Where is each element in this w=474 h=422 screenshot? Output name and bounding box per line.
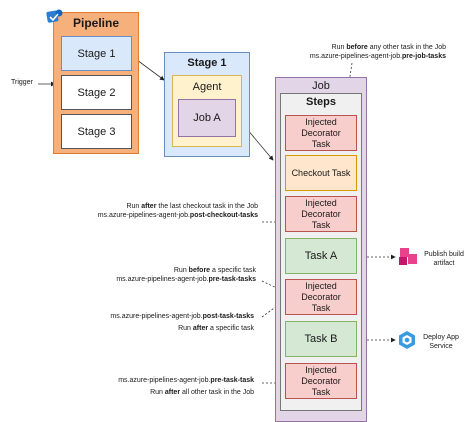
post-task-annotation: ms.azure-pipelines-agent-job.post-task-t… (110, 313, 254, 332)
pipeline-title: Pipeline (72, 16, 119, 30)
post-job-annotation: ms.azure-pipelines-agent-job.pre-task-ta… (118, 377, 254, 396)
step-label: Task A (304, 250, 338, 262)
step-pre-job-decorator[interactable]: Injected Decorator Task (285, 115, 357, 151)
step-checkout[interactable]: Checkout Task (285, 155, 357, 191)
step-label: Injected Decorator Task (301, 116, 341, 149)
pipeline-stage-3[interactable]: Stage 3 (61, 114, 132, 149)
step-post-checkout-decorator[interactable]: Injected Decorator Task (285, 196, 357, 232)
trigger-label: Trigger (11, 79, 33, 86)
agent-label: Agent (192, 81, 222, 93)
deploy-app-icon (397, 330, 417, 350)
stage-3-label: Stage 3 (77, 125, 116, 138)
stage-1-label: Stage 1 (77, 47, 116, 60)
stage-2-label: Stage 2 (77, 86, 116, 99)
step-label: Checkout Task (291, 168, 351, 178)
stage-detail-title: Stage 1 (187, 57, 227, 69)
deploy-label: Deploy App Service (423, 334, 459, 350)
step-label: Injected Decorator Task (301, 280, 341, 313)
post-task-connector (261, 299, 286, 318)
job-title: Job (312, 80, 330, 92)
job-a-box[interactable]: Job A (178, 99, 236, 137)
step-post-job-decorator[interactable]: Injected Decorator Task (285, 363, 357, 399)
job-a-label: Job A (193, 112, 221, 124)
step-label: Injected Decorator Task (301, 197, 341, 230)
pipeline-stage-2[interactable]: Stage 2 (61, 75, 132, 110)
step-label: Injected Decorator Task (301, 364, 341, 397)
pre-task-annotation: Run before a specific task ms.azure-pipe… (116, 267, 256, 283)
step-task-decorator[interactable]: Injected Decorator Task (285, 279, 357, 315)
step-task-a[interactable]: Task A (285, 238, 357, 274)
pipeline-stage-1[interactable]: Stage 1 (61, 36, 132, 71)
post-checkout-annotation: Run after the last checkout task in the … (97, 203, 258, 219)
publish-artifact-icon (397, 245, 419, 267)
step-label: Task B (304, 333, 338, 345)
publish-label: Publish build artifact (424, 251, 464, 267)
step-task-b[interactable]: Task B (285, 321, 357, 357)
azure-devops-logo (46, 8, 64, 26)
pre-job-annotation: Run before any other task in the Job ms.… (309, 44, 446, 60)
steps-title: Steps (306, 96, 336, 108)
